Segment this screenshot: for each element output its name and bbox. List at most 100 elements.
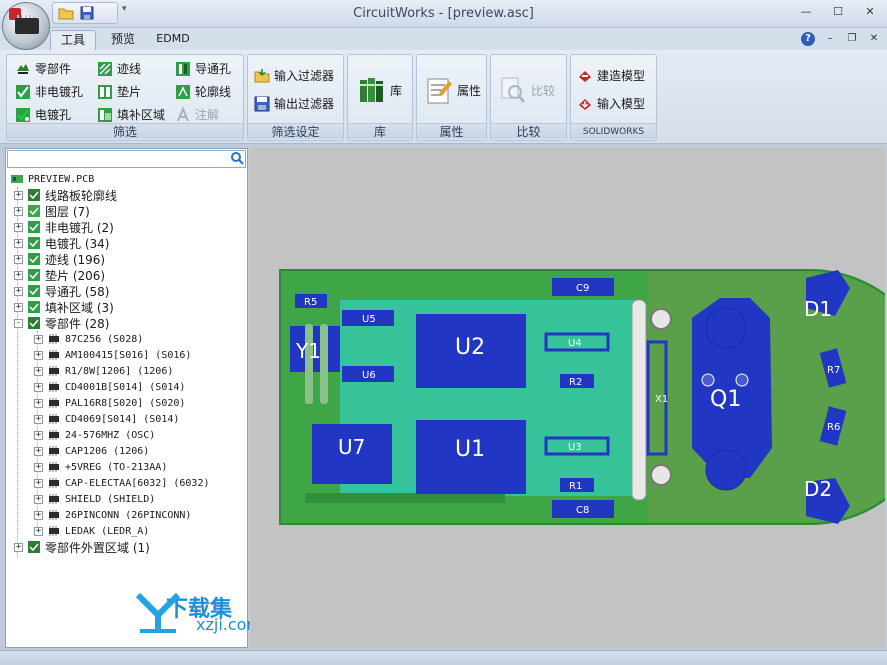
filter-npth-button[interactable]: 非电镀孔 <box>15 83 83 100</box>
expand-icon[interactable]: + <box>34 365 43 376</box>
tree-item[interactable]: +CD4069[S014] (S014) <box>34 411 179 427</box>
tree-item[interactable]: +零部件外置区域 (1) <box>14 539 150 555</box>
expand-icon[interactable]: + <box>14 541 23 552</box>
search-icon[interactable] <box>230 151 244 165</box>
open-folder-icon[interactable] <box>57 5 75 21</box>
expand-icon[interactable]: + <box>34 397 43 408</box>
help-icon[interactable]: ? <box>801 32 815 46</box>
tab-preview[interactable]: 预览 <box>110 32 135 46</box>
expand-icon[interactable]: + <box>14 221 23 232</box>
compare-group: 比较 比较 <box>490 54 567 141</box>
tree-item-label: 线路板轮廓线 <box>45 188 118 203</box>
expand-icon[interactable]: + <box>34 493 43 504</box>
tree-category-icon <box>28 253 40 265</box>
tree-item[interactable]: ++5VREG (TO-213AA) <box>34 459 167 475</box>
expand-icon[interactable]: + <box>14 269 23 280</box>
tree-item[interactable]: +垫片 (206) <box>14 267 105 283</box>
expand-icon[interactable]: + <box>34 525 43 536</box>
expand-icon[interactable]: + <box>34 429 43 440</box>
expand-icon[interactable]: + <box>34 445 43 456</box>
maximize-button[interactable]: ☐ <box>833 5 843 18</box>
close-button[interactable]: ✕ <box>865 5 875 18</box>
filter-components-button[interactable]: 零部件 <box>15 60 71 77</box>
tree-item[interactable]: + 电镀孔 (34) <box>14 235 109 251</box>
tree-item[interactable]: +CD4001B[S014] (S014) <box>34 379 185 395</box>
doc-close-button[interactable]: ✕ <box>869 33 879 44</box>
tree-item[interactable]: +图层 (7) <box>14 203 90 219</box>
tree-item[interactable]: +AM100415[S016] (S016) <box>34 347 191 363</box>
expand-icon[interactable]: + <box>14 253 23 264</box>
tree-root[interactable]: PREVIEW.PCB <box>10 171 94 187</box>
expand-icon[interactable]: + <box>34 461 43 472</box>
R2-body <box>560 374 594 388</box>
filter-pads-button[interactable]: 垫片 <box>97 83 141 100</box>
expand-icon[interactable]: + <box>14 301 23 312</box>
import-model-button[interactable]: 输入模型 <box>577 95 645 112</box>
tree-item[interactable]: +非电镀孔 (2) <box>14 219 114 235</box>
application-menu-button[interactable] <box>2 2 50 50</box>
expand-icon[interactable]: + <box>34 333 43 344</box>
tree-item[interactable]: +迹线 (196) <box>14 251 105 267</box>
filter-traces-button[interactable]: 迹线 <box>97 60 141 77</box>
tree-item[interactable]: + 线路板轮廓线 <box>14 187 117 203</box>
Y1-label: Y1 <box>295 339 321 363</box>
tree-item[interactable]: +PAL16R8[S020] (S020) <box>34 395 185 411</box>
tree-item-label: 87C256 (S028) <box>65 333 144 345</box>
quick-access-toolbar <box>52 2 118 24</box>
tree-item[interactable]: + CAP-ELECTAA[6032] (6032) <box>34 475 210 491</box>
annotation-icon <box>177 106 189 121</box>
tree-item[interactable]: +LEDAK (LEDR_A) <box>34 523 149 539</box>
tree-item[interactable]: + R1/8W[1206] (1206) <box>34 363 173 379</box>
pcb-board-svg[interactable]: X1 Q1 Y1 R5 U5 U6 U2 U1 U7 C9 <box>250 148 887 648</box>
expand-icon[interactable]: + <box>14 189 23 200</box>
tree-item[interactable]: +87C256 (S028) <box>34 331 143 347</box>
doc-restore-button[interactable]: ❐ <box>847 33 857 44</box>
tree-item-label: 电镀孔 (34) <box>45 236 110 251</box>
import-filter-button[interactable]: 输入过滤器 <box>254 67 334 84</box>
tree-item[interactable]: -零部件 (28) <box>14 315 109 331</box>
collapse-icon[interactable]: - <box>14 317 23 328</box>
tree-item[interactable]: +导通孔 (58) <box>14 283 109 299</box>
build-model-button[interactable]: 建造模型 <box>577 67 645 84</box>
tab-edmd[interactable]: EDMD <box>156 32 190 45</box>
U3-outline <box>544 436 610 456</box>
compare-button[interactable]: 比较 <box>499 75 555 105</box>
expand-icon[interactable]: + <box>34 477 43 488</box>
tree-item[interactable]: +CAP1206 (1206) <box>34 443 149 459</box>
properties-button[interactable]: 属性 <box>425 75 481 105</box>
U3-label: U3 <box>568 442 582 453</box>
U1-body <box>416 420 526 494</box>
expand-icon[interactable]: + <box>34 349 43 360</box>
tree-search-input[interactable] <box>7 150 246 168</box>
tree-item-label: 填补区域 (3) <box>45 300 114 315</box>
qat-customize-icon[interactable]: ▾ <box>122 4 127 14</box>
expand-icon[interactable]: + <box>14 237 23 248</box>
tree-item[interactable]: +SHIELD (SHIELD) <box>34 491 155 507</box>
minimize-button[interactable]: — <box>800 5 812 18</box>
tree-item[interactable]: + 填补区域 (3) <box>14 299 114 315</box>
expand-icon[interactable]: + <box>14 285 23 296</box>
component-chip-icon <box>49 430 59 440</box>
filter-outline-button[interactable]: 轮廓线 <box>175 83 231 100</box>
R6-body <box>819 406 847 446</box>
filter-vias-button[interactable]: 导通孔 <box>175 60 231 77</box>
expand-icon[interactable]: + <box>34 413 43 424</box>
Q1-pad-top <box>705 307 747 349</box>
expand-icon[interactable]: + <box>34 509 43 520</box>
filter-annotations-button[interactable]: 注解 <box>175 106 219 123</box>
pcb-preview-canvas[interactable]: X1 Q1 Y1 R5 U5 U6 U2 U1 U7 C9 <box>250 148 887 648</box>
library-button[interactable]: 库 <box>358 75 402 105</box>
filter-pth-button[interactable]: 电镀孔 <box>15 106 71 123</box>
R5-body <box>295 294 327 308</box>
tree-item-label: CAP-ELECTAA[6032] (6032) <box>65 477 210 489</box>
expand-icon[interactable]: + <box>34 381 43 392</box>
tree-item[interactable]: +26PINCONN (26PINCONN) <box>34 507 191 523</box>
tree-item[interactable]: +24-576MHZ (OSC) <box>34 427 155 443</box>
doc-minimize-button[interactable]: – <box>827 33 833 44</box>
expand-icon[interactable]: + <box>14 205 23 216</box>
tab-tools[interactable]: 工具 <box>50 30 96 50</box>
tree-item-label: R1/8W[1206] (1206) <box>65 365 174 377</box>
filter-fill-areas-button[interactable]: 填补区域 <box>97 106 165 123</box>
save-icon[interactable] <box>78 5 96 21</box>
export-filter-button[interactable]: 输出过滤器 <box>254 95 334 112</box>
